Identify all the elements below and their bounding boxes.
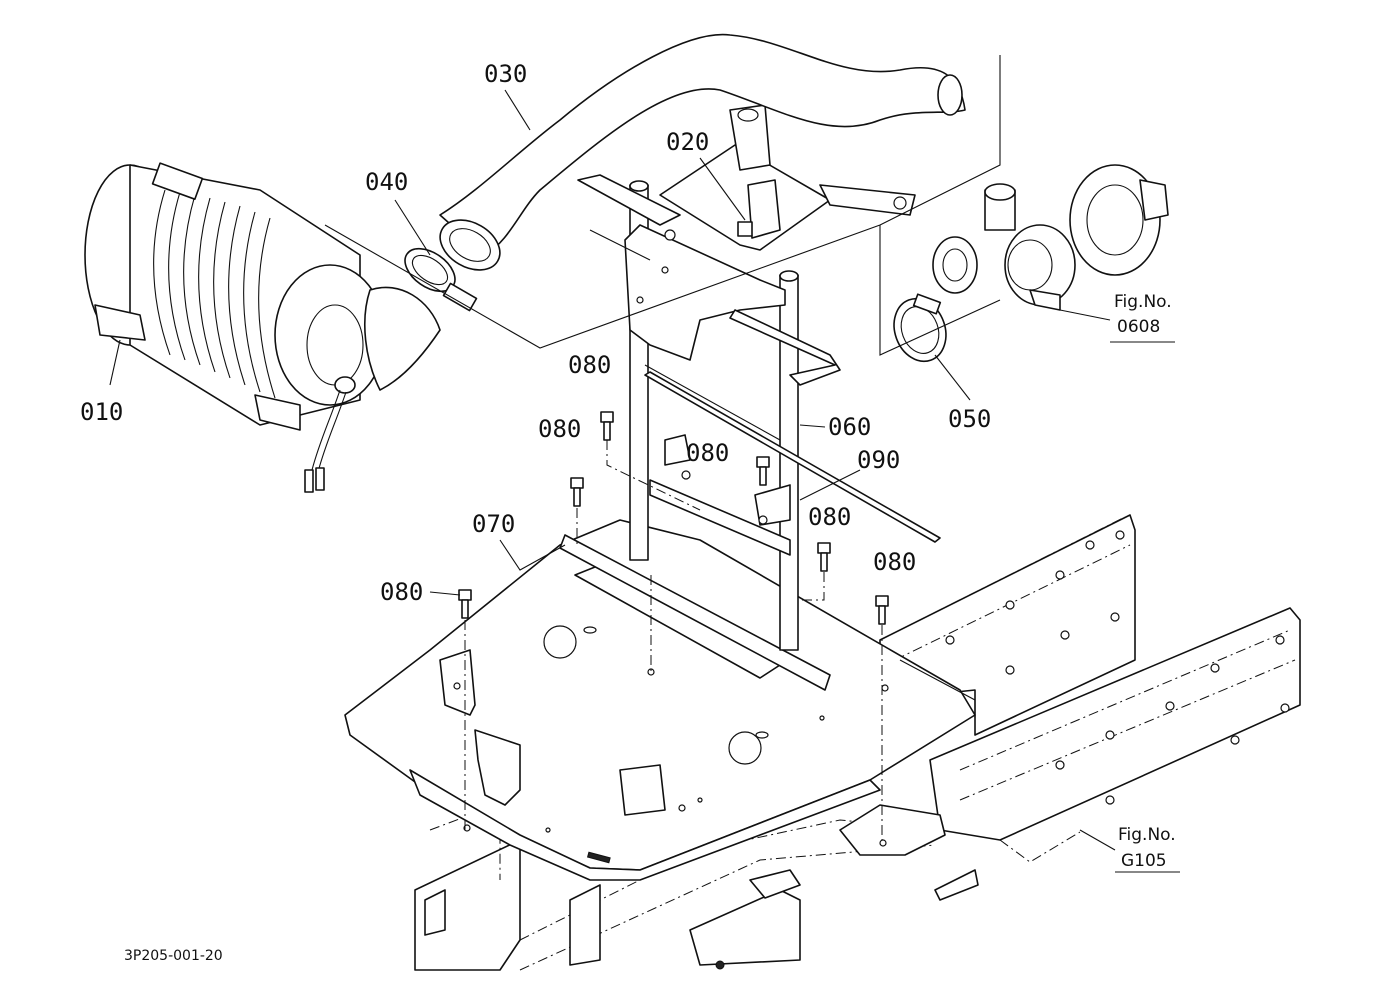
bracket-clip [474,729,521,806]
label-070: 070 [472,510,515,538]
air-cleaner-ribs [153,189,276,399]
lower-frame [414,804,979,971]
label-020: 020 [666,128,709,156]
part-labels: 030 020 040 010 050 060 090 070 080 080 … [80,60,991,606]
fig-label-frame: Fig.No. [1118,825,1176,845]
rod-090 [644,371,941,543]
fig-number-turbo: 0608 [1117,317,1160,337]
turbocharger [932,164,1169,311]
air-hose-030 [439,33,966,271]
bolts-080 [458,411,889,625]
label-010: 010 [80,398,123,426]
label-080-d: 080 [808,503,851,531]
bolt-6 [875,595,889,625]
label-080-f: 080 [380,578,423,606]
label-050: 050 [948,405,991,433]
alignment-lines [324,55,1001,840]
bolt-1 [600,411,614,441]
bolt-5 [458,589,472,619]
base-plate-070 [344,519,976,881]
label-080-e: 080 [873,548,916,576]
sensor-wires [304,389,347,493]
stand-060 [577,174,841,651]
bracket-center [619,764,666,816]
fig-label-turbo: Fig.No. [1114,292,1172,312]
figure-references: Fig.No. 0608 Fig.No. G105 [1114,292,1176,871]
label-080-b: 080 [538,415,581,443]
bolt-2 [570,477,584,507]
label-060: 060 [828,413,871,441]
label-080-a: 080 [568,351,611,379]
label-030: 030 [484,60,527,88]
leader-lines [109,89,1180,873]
label-040: 040 [365,168,408,196]
hose-clamp-040 [404,247,478,312]
bolt-3 [756,456,770,486]
label-080-c: 080 [686,439,729,467]
mount-bracket-020 [659,104,916,251]
diagram-code: 3P205-001-20 [124,948,223,964]
hose-clamp-050 [893,293,947,363]
air-cleaner-010 [84,162,441,493]
fig-number-frame: G105 [1121,851,1167,871]
bolt-4 [817,542,831,572]
rail-holes [945,530,1290,805]
label-090: 090 [857,446,900,474]
